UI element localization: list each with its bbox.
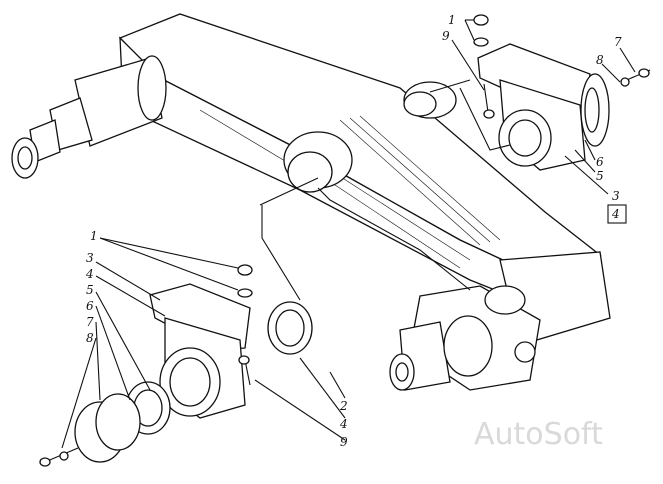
beam-hatching <box>199 109 501 269</box>
watermark: AutoSoft <box>474 417 603 452</box>
callout-8-top: 8 <box>596 53 604 67</box>
bolt-top <box>483 83 495 119</box>
callout-6-top: 6 <box>596 155 604 169</box>
nut-washer-top <box>473 14 489 47</box>
callout-4-left: 4 <box>85 267 94 281</box>
callout-5-left: 5 <box>86 283 94 297</box>
small-bolt-left <box>39 447 79 467</box>
callout-4-top: 4 <box>611 207 620 221</box>
callout-9-bottom: 9 <box>340 435 348 449</box>
bracket-top <box>477 43 610 171</box>
callout-7-left: 7 <box>86 315 94 329</box>
callout-4-bottom: 4 <box>339 417 348 431</box>
cover-plate-left <box>74 393 141 463</box>
leader-lines <box>61 19 636 449</box>
callout-3-left: 3 <box>86 251 94 265</box>
callout-9-top: 9 <box>442 29 450 43</box>
callout-2-bottom: 2 <box>339 399 348 413</box>
bolt-left <box>238 355 251 386</box>
bushing-left <box>267 301 313 355</box>
callout-6-left: 6 <box>86 299 94 313</box>
beam-bore-right <box>403 81 457 119</box>
callout-3-top: 3 <box>612 189 620 203</box>
callout-1-left: 1 <box>90 229 98 243</box>
small-bolt-top-right <box>620 68 651 87</box>
callout-1-top: 1 <box>448 13 456 27</box>
left-spindle <box>11 55 167 179</box>
right-end-assembly <box>389 251 611 391</box>
callout-3-4-box <box>607 204 627 224</box>
callout-labels: 1 9 7 8 6 5 3 4 1 3 4 5 6 7 8 2 4 9 <box>85 13 622 449</box>
assembly-lines <box>259 79 511 301</box>
callout-5-top: 5 <box>596 169 604 183</box>
bracket-left <box>149 283 251 419</box>
beam-bore-center <box>283 131 353 193</box>
nut-washer-left <box>237 264 253 298</box>
callout-8-left: 8 <box>86 331 94 345</box>
callout-7-top: 7 <box>614 35 622 49</box>
